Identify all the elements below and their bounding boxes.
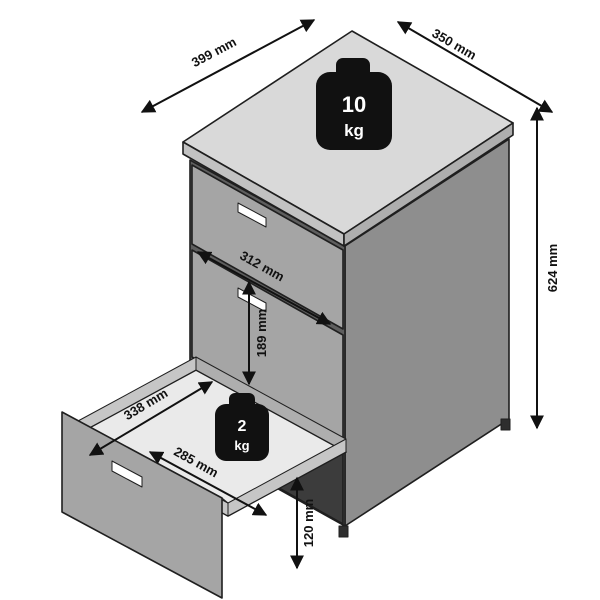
drawer-top-handle [237, 202, 267, 228]
weight-top-value: 10 [342, 92, 366, 117]
weight-icon-drawer-body [215, 404, 269, 461]
weight-drawer-value: 2 [238, 418, 247, 435]
dim-arrow-drawer-inner-width [148, 451, 268, 516]
dim-label-drawer-front-height: 189 mm [254, 309, 269, 357]
weight-badge-drawer: 2 kg [215, 393, 269, 461]
weight-icon-top-body [316, 72, 392, 150]
dim-label-height: 624 mm [545, 244, 560, 292]
dim-label-drawer-inner-height: 120 mm [301, 499, 316, 547]
cabinet-foot-front [338, 525, 349, 538]
dim-arrow-width [140, 19, 316, 113]
dim-arrow-drawer-width [196, 251, 332, 325]
open-drawer-handle [111, 460, 143, 488]
dim-arrow-drawer-depth [88, 381, 214, 456]
dim-arrow-depth [396, 21, 554, 113]
weight-top-unit: kg [344, 121, 364, 140]
weight-badge-top: 10 kg [316, 58, 392, 150]
cabinet-top-edge-side [343, 122, 514, 247]
weight-drawer-unit: kg [234, 438, 249, 453]
cabinet-foot-right [500, 418, 511, 431]
